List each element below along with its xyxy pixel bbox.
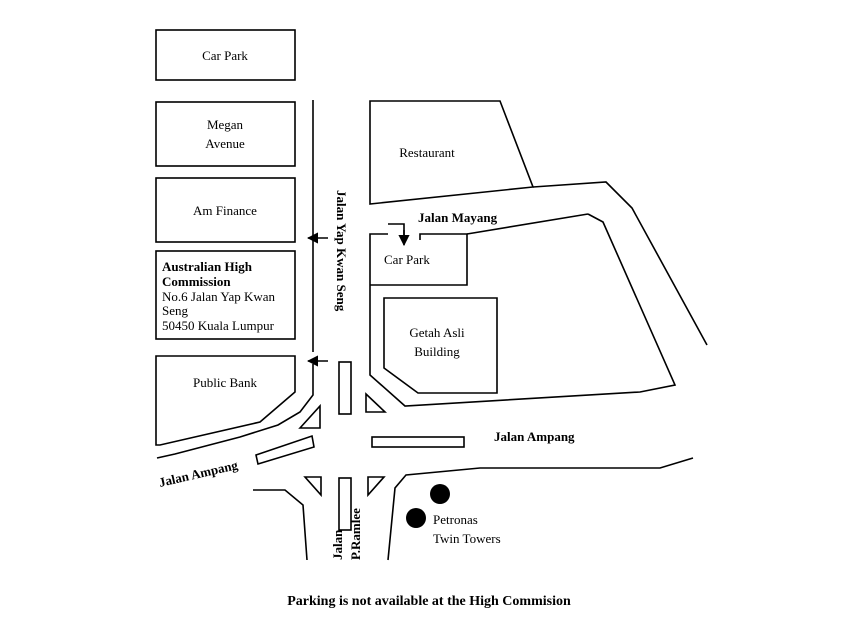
petronas-tower-icon (430, 484, 450, 504)
getah-asli-building (383, 297, 498, 394)
car-park-top-block (155, 29, 296, 81)
am-finance-label: Am Finance (193, 203, 257, 218)
commission-name-line-2: Commission (162, 274, 231, 289)
road-label-jalan-p-ramlee-1: Jalan (330, 529, 345, 560)
restaurant-label: Restaurant (399, 145, 455, 160)
ampang-south-curb-east (387, 457, 694, 561)
petronas-tower-icon (406, 508, 426, 528)
road-label-jalan-ampang-west: Jalan Ampang (157, 457, 239, 490)
car-park-top-label: Car Park (202, 48, 248, 63)
ampang-north-curb-west (156, 364, 314, 459)
commission-name-line-1: Australian High (162, 259, 253, 274)
australian-high-commission-block (155, 250, 296, 340)
commission-address-line-3: 50450 Kuala Lumpur (162, 318, 275, 333)
public-bank-block (155, 355, 296, 446)
median-island-north (338, 361, 352, 415)
mayang-south-edge (466, 213, 589, 235)
car-park-entry-path (388, 223, 405, 238)
megan-avenue-label-2: Avenue (205, 136, 245, 151)
commission-address-line-2: Seng (162, 303, 189, 318)
car-park-mid-label: Car Park (384, 252, 430, 267)
commission-address-line-1: No.6 Jalan Yap Kwan (162, 289, 276, 304)
p-ramlee-west-edge (253, 489, 308, 561)
public-bank-label: Public Bank (193, 375, 257, 390)
traffic-island-sw (303, 476, 322, 498)
median-island-south (338, 477, 352, 531)
megan-avenue-label-1: Megan (207, 117, 244, 132)
getah-asli-block-outline (369, 213, 677, 407)
traffic-island-nw (298, 403, 321, 429)
median-ampang-west (255, 434, 315, 466)
petronas-label-1: Petronas (433, 512, 478, 527)
getah-asli-label-1: Getah Asli (409, 325, 465, 340)
road-label-jalan-ampang-east: Jalan Ampang (494, 429, 575, 444)
traffic-island-se (367, 476, 386, 498)
median-ampang-east (371, 436, 465, 448)
am-finance-block (155, 177, 296, 243)
traffic-island-ne (365, 392, 388, 413)
road-label-jalan-mayang: Jalan Mayang (418, 210, 498, 225)
megan-avenue-block (155, 101, 296, 167)
road-label-jalan-yap-kwan-seng: Jalan Yap Kwan Seng (334, 190, 349, 312)
getah-asli-label-2: Building (414, 344, 460, 359)
petronas-label-2: Twin Towers (433, 531, 501, 546)
car-park-mid-edge-left (369, 233, 388, 285)
road-label-jalan-p-ramlee-2: P.Ramlee (348, 508, 363, 560)
parking-note: Parking is not available at the High Com… (287, 594, 571, 609)
mayang-north-edge (532, 181, 708, 346)
